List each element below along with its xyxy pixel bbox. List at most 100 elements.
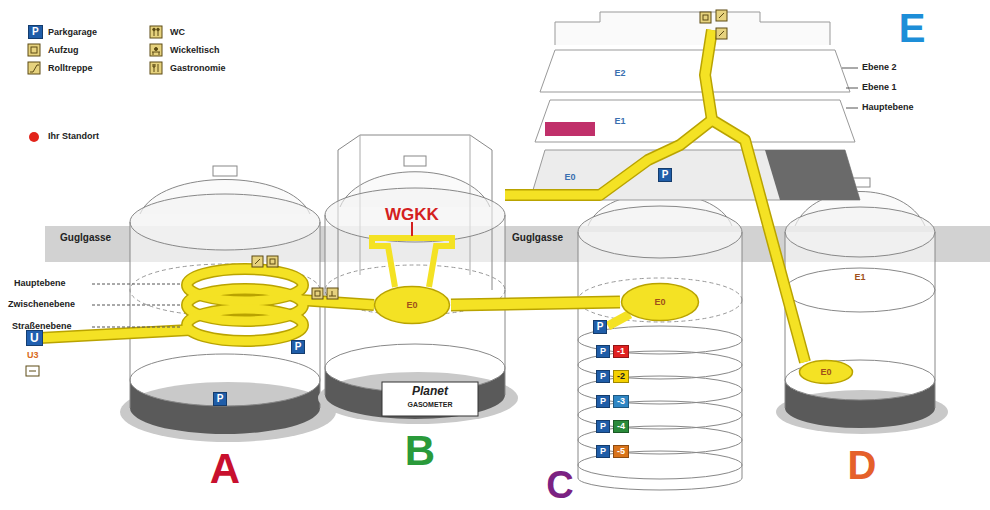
drawing-ellipse — [785, 268, 935, 312]
level-name: Hauptebene — [14, 278, 66, 288]
drawing-rect — [716, 28, 727, 39]
drawing-path — [130, 380, 320, 434]
drawing-path — [300, 300, 374, 305]
drawing-g — [92, 284, 182, 327]
drawing-path — [785, 380, 935, 428]
legend-swatch — [29, 132, 39, 142]
drawing-rect — [325, 215, 505, 368]
legend-text: Rolltreppe — [48, 63, 93, 73]
walkway-fill — [451, 302, 620, 305]
parking-icon: P — [291, 340, 306, 354]
drawing-rect — [150, 26, 162, 38]
drawing-path — [608, 314, 630, 326]
drawing-line — [411, 222, 413, 236]
drawing-g — [327, 288, 338, 299]
level-code: E0 — [820, 367, 831, 377]
drawing-path — [505, 120, 712, 195]
drawing-ellipse — [187, 309, 303, 341]
logo-text: GASOMETER — [407, 401, 452, 409]
drawing-path — [30, 65, 39, 72]
drawing-g — [26, 10, 727, 376]
legend-text: Parkgarage — [48, 27, 97, 37]
blob-shape — [375, 287, 450, 324]
level-code: E2 — [614, 68, 625, 78]
floor-blob: E0 — [373, 285, 451, 325]
drawing-path — [719, 13, 724, 18]
drawing-g — [150, 44, 162, 56]
drawing-rect — [31, 47, 37, 53]
drawing-path — [505, 120, 712, 195]
parking-level: -3 — [613, 395, 629, 408]
drawing-rect — [252, 256, 263, 267]
parking-icon: P — [596, 370, 610, 383]
drawing-path — [705, 30, 805, 362]
drawing-g — [716, 28, 727, 39]
building-letter: E — [899, 8, 926, 48]
drawing-rect — [703, 15, 708, 20]
drawing-path — [329, 291, 336, 296]
level-name: Zwischenebene — [8, 299, 75, 309]
level-code: E1 — [854, 272, 865, 282]
street-name: Guglgasse — [512, 232, 563, 244]
legend-text: Ihr Standort — [48, 131, 99, 141]
parking-icon: P — [593, 320, 608, 334]
building-letter: C — [546, 466, 573, 504]
level-code: E0 — [406, 300, 417, 310]
drawing-rect — [213, 166, 237, 176]
drawing-line — [92, 327, 182, 328]
parking-icon: P — [28, 25, 43, 39]
level-name: Hauptebene — [862, 102, 914, 112]
drawing-rect — [578, 232, 742, 478]
drawing-ellipse — [785, 360, 935, 400]
logo-text: Planet — [412, 385, 448, 399]
level-code: E1 — [614, 116, 625, 126]
drawing-rect — [28, 44, 40, 56]
drawing-rect — [26, 366, 39, 376]
drawing-path — [372, 238, 452, 287]
building-letter: B — [405, 430, 435, 472]
parking-icon: P — [658, 168, 673, 182]
drawing-rect — [312, 288, 323, 299]
drawing-line — [846, 88, 858, 89]
drawing-path — [152, 52, 160, 55]
drawing-circle — [157, 28, 160, 31]
drawing-line — [578, 232, 579, 478]
parking-level: -4 — [613, 420, 629, 433]
drawing-line — [92, 305, 182, 306]
drawing-rect — [150, 62, 162, 74]
drawing-path — [40, 330, 190, 338]
drawing-g — [312, 288, 323, 299]
drawing-g — [28, 44, 40, 56]
blob-shape — [800, 361, 853, 384]
drawing-circle — [153, 28, 156, 31]
legend-text: Aufzug — [48, 45, 79, 55]
drawing-line — [130, 222, 131, 408]
walkway — [451, 302, 620, 305]
level-name: Ebene 2 — [862, 62, 897, 72]
building-letter: A — [210, 448, 240, 490]
parking-icon: P — [596, 445, 610, 458]
level-code: E0 — [564, 172, 575, 182]
drawing-ellipse — [325, 188, 505, 242]
drawing-rect — [545, 122, 595, 136]
parking-icon: P — [596, 420, 610, 433]
drawing-rect — [716, 10, 727, 21]
drawing-rect — [28, 62, 40, 74]
floor-blob: E0 — [798, 359, 854, 385]
line-number: U3 — [27, 350, 39, 360]
drawing-line — [842, 68, 858, 69]
drawing-line — [935, 232, 936, 408]
drawing-ellipse — [785, 207, 935, 257]
drawing-rect — [700, 12, 711, 23]
drawing-line — [846, 108, 858, 109]
parking-level: -5 — [613, 445, 629, 458]
drawing-polygon — [540, 50, 850, 92]
blob-text: E0 — [798, 359, 854, 385]
blob-text: E0 — [373, 285, 451, 325]
drawing-g — [150, 62, 162, 74]
drawing-g — [267, 256, 278, 267]
drawing-path — [29, 371, 36, 372]
